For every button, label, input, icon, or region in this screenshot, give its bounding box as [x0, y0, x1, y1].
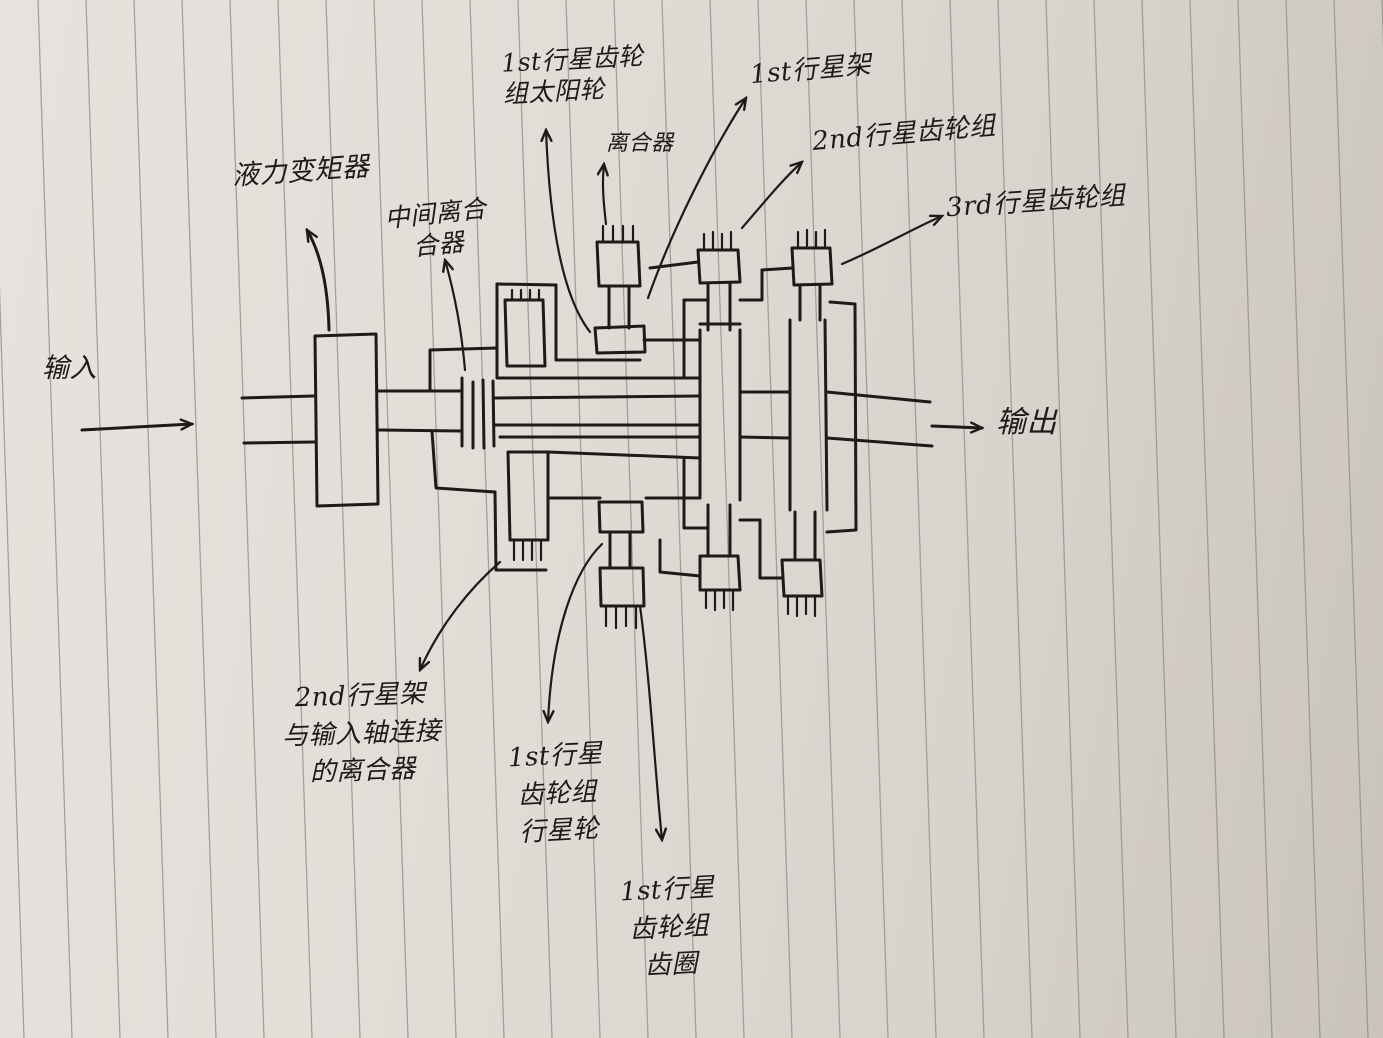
ruled-line	[0, 285, 25, 1038]
ruled-line	[1045, 0, 1081, 1038]
ruled-line	[661, 0, 697, 1038]
ruled-line	[229, 0, 265, 1038]
ruled-line	[37, 0, 73, 1038]
first-planet-label: 1st行星 齿轮组 行星轮	[507, 738, 604, 849]
torque-converter	[313, 332, 380, 508]
ruled-line	[277, 0, 313, 1038]
input-shaft	[240, 394, 316, 445]
intermediate-clutch	[428, 346, 499, 494]
ruled-line	[901, 0, 937, 1038]
ruled-line	[1333, 0, 1369, 1038]
first-sun-gear-arrow	[546, 130, 592, 334]
ruled-line	[997, 0, 1033, 1038]
ruled-line	[133, 0, 169, 1038]
first-ring-label: 1st行星 齿轮组 齿圈	[619, 872, 716, 982]
third-gearset	[738, 228, 858, 618]
ruled-line	[325, 0, 361, 1038]
first-sun-gear-label: 1st行星齿轮 组太阳轮	[500, 41, 645, 109]
first-gearset-lower	[597, 500, 646, 630]
ruled-line	[517, 0, 553, 1038]
ruled-line	[757, 0, 793, 1038]
ruled-line	[1141, 0, 1177, 1038]
intermediate-clutch-arrow	[445, 260, 467, 372]
ruled-line	[1237, 0, 1273, 1038]
ruled-line	[373, 0, 409, 1038]
brake-label: 离合器	[606, 131, 674, 156]
ruled-line	[421, 0, 457, 1038]
second-gearset-arrow	[740, 162, 802, 230]
lower-drum	[493, 450, 702, 572]
torque-converter-arrow	[305, 230, 331, 332]
first-carrier-arrow	[646, 98, 746, 300]
intermediate-clutch-label: 中间离合 合器	[383, 193, 488, 262]
input-label: 输入	[42, 353, 97, 384]
output-label: 输出	[996, 405, 1057, 440]
second-gearset	[648, 230, 742, 612]
third-gearset-arrow	[840, 216, 942, 266]
brake-arrow	[603, 164, 606, 226]
input-arrow	[80, 424, 192, 432]
ruled-line	[469, 0, 505, 1038]
ruled-line	[181, 0, 217, 1038]
ruled-line	[1093, 0, 1129, 1038]
output-arrow	[930, 426, 982, 428]
ruled-line	[565, 0, 601, 1038]
ruled-line	[949, 0, 985, 1038]
ruled-line	[853, 0, 889, 1038]
second-carrier-arrow	[420, 560, 502, 670]
second-carrier-label: 2nd行星架 与输入轴连接 的离合器	[281, 678, 442, 789]
ruled-line	[85, 0, 121, 1038]
ruled-line	[1285, 0, 1321, 1038]
ruled-line	[1189, 0, 1225, 1038]
ruled-line	[613, 0, 649, 1038]
first-gearset-upper	[593, 224, 702, 355]
main-shaft	[376, 318, 934, 512]
upper-drum	[495, 282, 702, 380]
ruled-line	[805, 0, 841, 1038]
first-planet-arrow	[548, 542, 604, 722]
ruled-line	[709, 0, 745, 1038]
first-ring-arrow	[638, 604, 662, 840]
